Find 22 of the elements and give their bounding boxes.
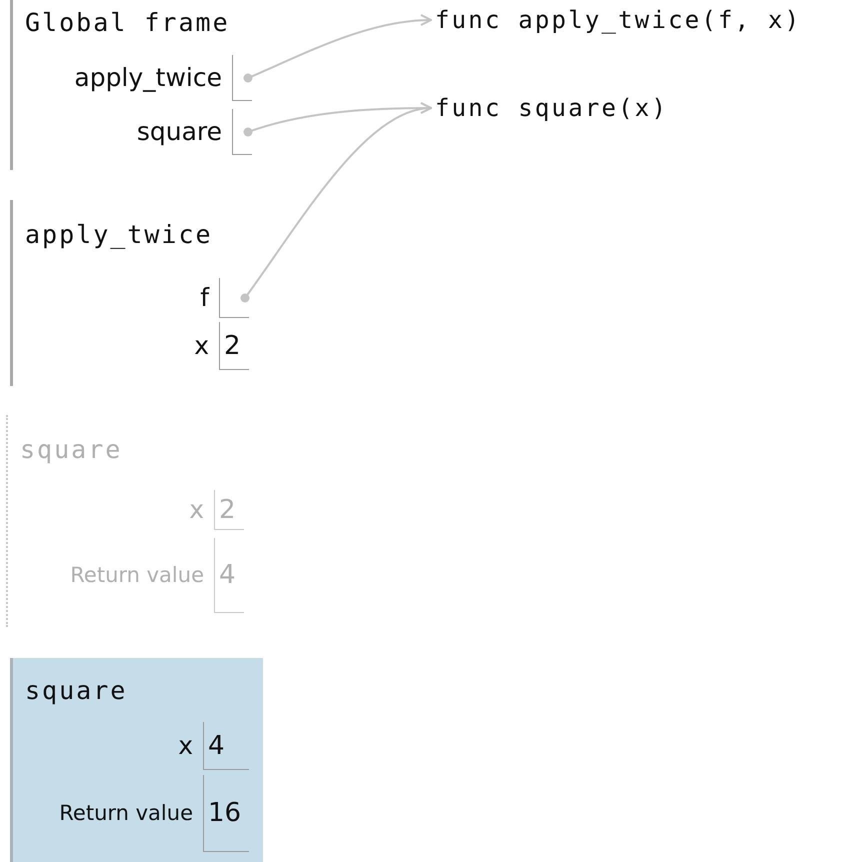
frame-title: square: [25, 676, 128, 705]
function-object: func apply_twice(f, x): [435, 6, 802, 34]
frame-title: square: [20, 435, 122, 464]
frame-title: Global frame: [25, 8, 230, 37]
value-slot: 4: [203, 722, 249, 770]
active-frame-panel: [10, 658, 263, 862]
variable-name: apply_twice: [73, 62, 223, 94]
frame-title: apply_twice: [25, 220, 213, 249]
pointer-arrow: [244, 14, 432, 82]
variable-name: Return value: [69, 562, 205, 589]
value-slot: 4: [214, 538, 244, 613]
value-slot: 16: [203, 775, 249, 852]
pointer-arrow: [240, 103, 432, 302]
variable-name: f: [199, 282, 210, 314]
variable-name: x: [193, 330, 210, 362]
variable-name: Return value: [58, 800, 194, 827]
value-slot: 2: [214, 490, 244, 530]
variable-name: x: [177, 730, 194, 762]
value-slot: 2: [219, 322, 249, 370]
function-object: func square(x): [435, 94, 668, 122]
variable-name: x: [188, 494, 205, 526]
variable-name: square: [136, 116, 223, 148]
